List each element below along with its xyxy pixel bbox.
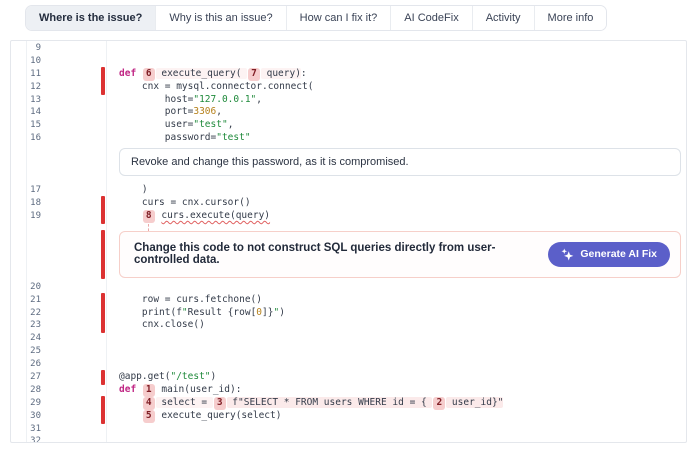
line-number: 16: [30, 133, 41, 144]
code-line-16: 16 password="test": [11, 132, 686, 145]
code-line-25: 25: [11, 345, 686, 358]
code-line-24: 24: [11, 332, 686, 345]
code-line-22: 22 print(f"Result {row[0]}"): [11, 305, 686, 321]
line-content: user="test",: [119, 119, 234, 131]
line-content: print(f"Result {row[0]}"): [119, 306, 285, 318]
tab-more-info[interactable]: More info: [534, 6, 607, 30]
code-line-13: 13 host="127.0.0.1",: [11, 94, 686, 107]
line-number: 23: [30, 320, 41, 331]
code-line-9: 9: [11, 42, 686, 55]
line-number: 24: [30, 333, 41, 344]
line-number: 21: [30, 294, 41, 305]
tab-why-is-this-an-issue[interactable]: Why is this an issue?: [156, 6, 287, 30]
line-number: 28: [30, 384, 41, 395]
line-number: 13: [30, 94, 41, 105]
code-line-32: 32: [11, 435, 686, 443]
line-number: 27: [30, 372, 41, 383]
line-content: curs = cnx.cursor(): [119, 197, 251, 209]
tab-activity[interactable]: Activity: [472, 6, 535, 30]
code-divider: [106, 41, 107, 442]
issue-marker-badge[interactable]: 1: [142, 383, 155, 397]
tab-how-can-i-fix-it[interactable]: How can I fix it?: [286, 6, 392, 30]
code-line-29: 29 4 select = 3 f"SELECT * FROM users WH…: [11, 395, 686, 411]
sparkle-icon: [561, 248, 574, 261]
code-line-23: 23 cnx.close(): [11, 318, 686, 334]
issue-marker-badge[interactable]: 8: [142, 209, 155, 223]
line-content: 8 curs.execute(query): [119, 209, 270, 223]
code-line-19: 19 8 curs.execute(query): [11, 208, 686, 224]
code-line-30: 30 5 execute_query(select): [11, 408, 686, 424]
line-number: 31: [30, 423, 41, 434]
generate-ai-fix-label: Generate AI Fix: [580, 248, 657, 261]
line-number: 17: [30, 185, 41, 196]
sql-fix-message: Change this code to not construct SQL qu…: [134, 242, 496, 267]
line-number: 25: [30, 346, 41, 357]
line-number: 20: [30, 281, 41, 292]
line-number: 12: [30, 81, 41, 92]
issue-marker-badge[interactable]: 4: [142, 396, 155, 410]
code-line-14: 14 port=3306,: [11, 106, 686, 119]
code-line-28: 28 def 1 main(user_id):: [11, 383, 686, 397]
line-content: @app.get("/test"): [119, 371, 217, 383]
issue-connector-line: [148, 223, 149, 231]
code-line-20: 20: [11, 281, 686, 294]
line-content: cnx = mysql.connector.connect(: [119, 80, 314, 92]
line-number: 11: [30, 68, 41, 79]
code-line-10: 10: [11, 55, 686, 68]
issue-marker-badge[interactable]: 3: [213, 396, 226, 410]
code-line-21: 21 row = curs.fetchone(): [11, 292, 686, 308]
line-number: 14: [30, 107, 41, 118]
line-content: 4 select = 3 f"SELECT * FROM users WHERE…: [119, 396, 504, 410]
line-number: 19: [30, 210, 41, 221]
code-line-18: 18 curs = cnx.cursor(): [11, 196, 686, 211]
code-line-11: 11 def 6 execute_query( 7 query):: [11, 66, 686, 82]
line-number: 15: [30, 120, 41, 131]
sql-injection-fix-note: Change this code to not construct SQL qu…: [11, 223, 686, 279]
line-number: 22: [30, 307, 41, 318]
line-content: def 6 execute_query( 7 query):: [119, 67, 307, 81]
line-content: ): [119, 184, 148, 196]
line-number: 10: [30, 55, 41, 66]
code-line-27: 27 @app.get("/test"): [11, 370, 686, 385]
password-warning-text: Revoke and change this password, as it i…: [131, 156, 409, 169]
line-number: 32: [30, 436, 41, 443]
line-content: def 1 main(user_id):: [119, 383, 242, 397]
line-content: password="test": [119, 132, 251, 144]
line-content: port=3306,: [119, 106, 222, 118]
line-content: row = curs.fetchone(): [119, 293, 262, 305]
issue-marker-badge[interactable]: 2: [433, 396, 446, 410]
line-number: 18: [30, 198, 41, 209]
code-line-15: 15 user="test",: [11, 119, 686, 132]
issue-marker-badge[interactable]: 7: [248, 67, 260, 81]
code-line-26: 26: [11, 358, 686, 371]
line-number: 29: [30, 397, 41, 408]
issue-marker-badge[interactable]: 5: [142, 409, 155, 423]
tab-bar: Where is the issue?Why is this an issue?…: [25, 5, 608, 31]
tab-where-is-the-issue[interactable]: Where is the issue?: [26, 6, 157, 30]
line-content: 5 execute_query(select): [119, 409, 281, 423]
password-warning-note: Revoke and change this password, as it i…: [11, 148, 686, 177]
line-number: 30: [30, 410, 41, 421]
line-number: 26: [30, 359, 41, 370]
line-content: cnx.close(): [119, 319, 205, 331]
generate-ai-fix-button[interactable]: Generate AI Fix: [548, 241, 670, 267]
code-line-12: 12 cnx = mysql.connector.connect(: [11, 79, 686, 95]
code-line-17: 17 ): [11, 184, 686, 197]
code-line-31: 31: [11, 423, 686, 436]
gutter-divider: [26, 41, 27, 442]
issue-marker-badge[interactable]: 6: [142, 67, 155, 81]
line-content: host="127.0.0.1",: [119, 93, 263, 105]
tab-ai-codefix[interactable]: AI CodeFix: [391, 6, 473, 30]
line-number: 9: [35, 43, 41, 53]
